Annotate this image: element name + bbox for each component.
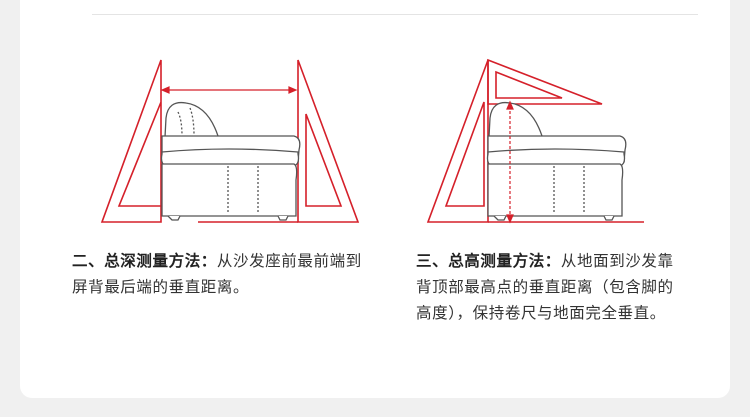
depth-dimension-line [160,86,298,94]
vertical-set-square [426,59,489,223]
depth-caption-body: 从沙发座前最前端到屏背最后端的垂直距离。 [72,252,362,296]
sofa-outline [160,101,301,221]
depth-measurement-diagram [100,59,360,223]
sofa-outline [486,101,627,221]
height-dimension-line [506,100,514,224]
top-divider [92,14,698,15]
height-caption: 三、总高测量方法：从地面到沙发靠背顶部最高点的垂直距离（包含脚的高度），保持卷尺… [416,248,678,326]
left-set-square [100,59,162,223]
height-caption-title: 三、总高测量方法： [416,252,561,270]
depth-caption: 二、总深测量方法：从沙发座前最前端到屏背最后端的垂直距离。 [72,248,364,300]
height-caption-body: 从地面到沙发靠背顶部最高点的垂直距离（包含脚的高度），保持卷尺与地面完全垂直。 [416,252,674,322]
depth-caption-title: 二、总深测量方法： [72,252,217,270]
height-measurement-diagram [426,58,644,224]
top-set-square [487,58,603,105]
right-set-square [297,59,360,223]
